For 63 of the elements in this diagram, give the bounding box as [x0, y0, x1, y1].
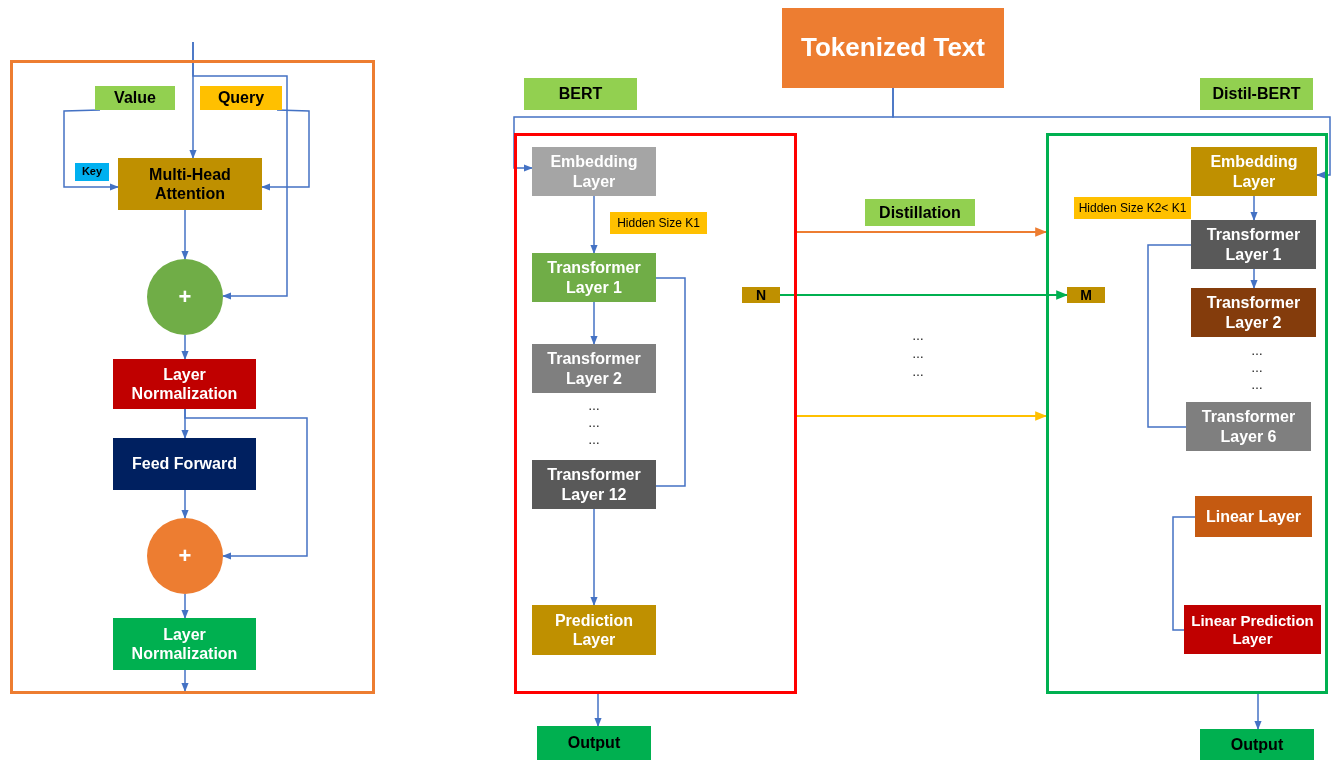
model-label: Distil-BERT: [1200, 78, 1313, 110]
process-box: Feed Forward: [113, 438, 256, 490]
connector-line: [655, 277, 686, 487]
input-box: Tokenized Text: [782, 8, 1004, 88]
arrow: [181, 669, 189, 692]
arrow: [594, 693, 602, 727]
ellipsis-text: …: [1251, 362, 1263, 374]
arrow: [796, 411, 1048, 421]
ellipsis-text: …: [912, 366, 924, 378]
input-box: Key: [75, 163, 109, 181]
process-box: Layer Normalization: [113, 618, 256, 670]
connector-line: [1147, 244, 1192, 428]
model-frame: [514, 133, 797, 694]
arrow: [192, 41, 288, 300]
arrow: [181, 209, 189, 260]
ellipsis-text: …: [588, 400, 600, 412]
size-note: Hidden Size K2< K1: [1074, 197, 1191, 219]
arrow: [590, 508, 598, 606]
arrow: [1254, 693, 1262, 730]
arrow: [1250, 195, 1258, 221]
process-label: Distillation: [865, 199, 975, 226]
layer-box: Transformer Layer 2: [532, 344, 656, 393]
arrow: [892, 87, 1331, 179]
arrow: [181, 334, 189, 360]
layer-box: Prediction Layer: [532, 605, 656, 655]
size-note: Hidden Size K1: [610, 212, 707, 234]
panel-frame: [10, 60, 375, 694]
model-label: BERT: [524, 78, 637, 110]
arrow: [184, 408, 308, 560]
ellipsis-text: …: [912, 330, 924, 342]
ellipsis-text: …: [588, 434, 600, 446]
layer-box: Transformer Layer 2: [1191, 288, 1316, 337]
layer-box: Transformer Layer 6: [1186, 402, 1311, 451]
connector-line: [1172, 516, 1196, 631]
layer-box: Transformer Layer 1: [1191, 220, 1316, 269]
layer-box: Linear Layer: [1195, 496, 1312, 537]
arrow: [181, 489, 189, 519]
ellipsis-text: …: [588, 417, 600, 429]
layer-box: Embedding Layer: [1191, 147, 1317, 196]
layer-box: Linear Prediction Layer: [1184, 605, 1321, 654]
input-box: Query: [200, 86, 282, 110]
layer-box: Embedding Layer: [532, 147, 656, 196]
output-box: Output: [537, 726, 651, 760]
arrow: [261, 109, 310, 191]
ellipsis-text: …: [1251, 345, 1263, 357]
count-tag: M: [1067, 287, 1105, 303]
input-box: Value: [95, 86, 175, 110]
arrow: [590, 195, 598, 254]
output-box: Output: [1200, 729, 1314, 760]
layer-box: Transformer Layer 12: [532, 460, 656, 509]
arrow: [779, 290, 1069, 300]
arrow: [796, 227, 1048, 237]
arrow: [63, 109, 119, 191]
ellipsis-text: …: [1251, 379, 1263, 391]
process-box: Multi-Head Attention: [118, 158, 262, 210]
arrow: [1250, 268, 1258, 289]
count-tag: N: [742, 287, 780, 303]
arrow: [181, 593, 189, 619]
ellipsis-text: …: [912, 348, 924, 360]
process-box: Layer Normalization: [113, 359, 256, 409]
arrow: [590, 301, 598, 345]
model-frame: [1046, 133, 1328, 694]
layer-box: Transformer Layer 1: [532, 253, 656, 302]
